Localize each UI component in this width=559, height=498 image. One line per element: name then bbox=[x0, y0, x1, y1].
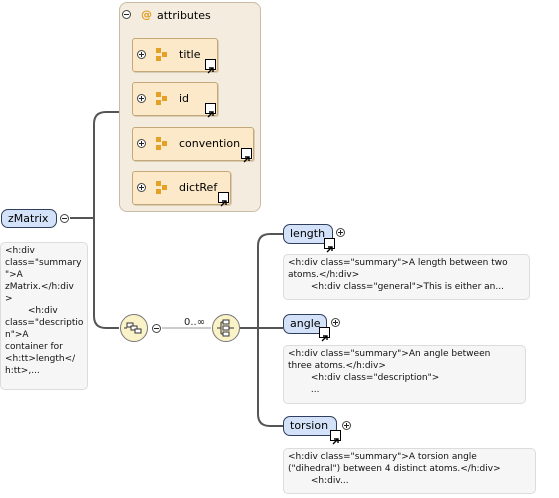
element-torsion-label: torsion bbox=[290, 419, 329, 432]
link-arrow-icon[interactable] bbox=[205, 59, 216, 74]
sequence-compositor[interactable] bbox=[120, 314, 148, 342]
choice-icon bbox=[217, 319, 234, 337]
element-torsion[interactable]: torsion bbox=[283, 416, 337, 436]
link-arrow-icon[interactable] bbox=[241, 148, 252, 163]
attribute-title[interactable] bbox=[132, 38, 218, 72]
element-length[interactable]: length bbox=[283, 224, 333, 244]
attribute-dictref-label: dictRef bbox=[179, 181, 218, 194]
attribute-title-label: title bbox=[179, 48, 201, 61]
expand-dictref-toggle[interactable] bbox=[137, 183, 146, 192]
attribute-id[interactable] bbox=[132, 82, 218, 116]
expand-torsion-toggle[interactable] bbox=[342, 421, 351, 430]
torsion-annotation: <h:div class="summary">A torsion angle (… bbox=[283, 448, 536, 494]
attribute-convention[interactable] bbox=[132, 127, 254, 161]
expand-convention-toggle[interactable] bbox=[137, 139, 146, 148]
attribute-dictref[interactable] bbox=[132, 171, 231, 205]
choice-compositor[interactable] bbox=[212, 314, 240, 342]
link-arrow-icon[interactable] bbox=[330, 430, 341, 445]
collapse-sequence-toggle[interactable] bbox=[152, 324, 161, 333]
expand-title-toggle[interactable] bbox=[137, 50, 146, 59]
link-arrow-icon[interactable] bbox=[218, 192, 229, 207]
angle-annotation: <h:div class="summary">An angle between … bbox=[283, 345, 526, 404]
element-zmatrix[interactable]: zMatrix bbox=[1, 209, 57, 228]
collapse-attributes-toggle[interactable] bbox=[122, 10, 131, 19]
expand-angle-toggle[interactable] bbox=[331, 318, 340, 327]
attribute-convention-label: convention bbox=[179, 137, 241, 150]
length-annotation: <h:div class="summary">A length between … bbox=[283, 254, 530, 300]
expand-length-toggle[interactable] bbox=[336, 228, 345, 237]
link-arrow-icon[interactable] bbox=[324, 238, 335, 253]
element-zmatrix-label: zMatrix bbox=[8, 212, 49, 225]
collapse-zmatrix-toggle[interactable] bbox=[60, 214, 69, 223]
attribute-at-icon: @ bbox=[141, 8, 152, 21]
element-angle-label: angle bbox=[290, 317, 321, 330]
link-arrow-icon[interactable] bbox=[205, 103, 216, 118]
choice-cardinality: 0..∞ bbox=[184, 317, 206, 328]
sequence-icon bbox=[124, 322, 142, 334]
zmatrix-annotation: <h:div class="summary ">A zMatrix.</h:di… bbox=[0, 242, 88, 390]
attributes-header: attributes bbox=[157, 9, 211, 22]
expand-id-toggle[interactable] bbox=[137, 94, 146, 103]
element-angle[interactable]: angle bbox=[283, 314, 327, 334]
link-arrow-icon[interactable] bbox=[319, 327, 330, 342]
element-length-label: length bbox=[290, 227, 326, 240]
attribute-id-label: id bbox=[179, 92, 190, 105]
